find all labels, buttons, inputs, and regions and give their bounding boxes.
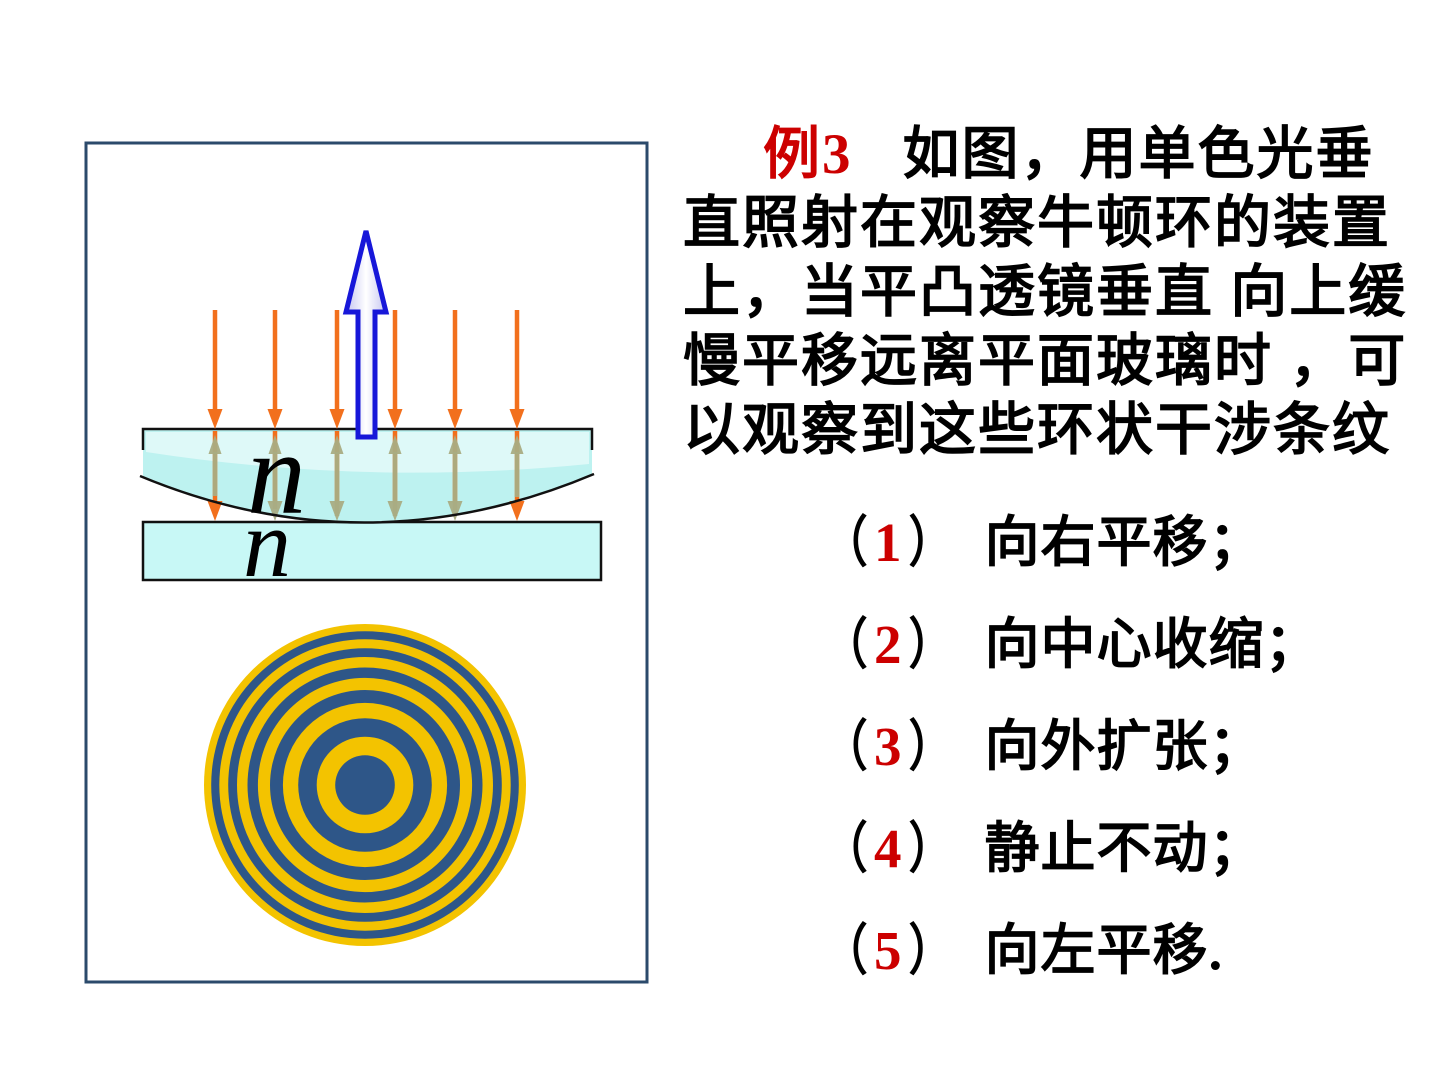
- newton-rings-pattern: [204, 624, 526, 946]
- option-5: （5） 向左平移.: [818, 920, 1321, 982]
- transmitted-ray-arrowhead: [509, 501, 525, 521]
- close-paren: ）: [908, 512, 953, 573]
- transmitted-ray-arrowhead: [447, 501, 463, 521]
- diagram-frame: [84, 141, 649, 984]
- close-paren: ）: [908, 920, 953, 981]
- lens-refractive-index-label: n: [247, 408, 306, 539]
- option-text: 静止不动；: [984, 818, 1265, 879]
- lift-up-arrow-icon: [342, 230, 390, 440]
- open-paren: （: [823, 818, 869, 879]
- option-1: （1） 向右平移；: [818, 512, 1321, 574]
- incident-ray-arrowhead: [207, 409, 223, 429]
- reflected-ray-arrowhead: [208, 435, 222, 454]
- incident-ray-arrowhead: [447, 409, 463, 429]
- open-paren: （: [823, 614, 869, 675]
- close-paren: ）: [908, 818, 953, 879]
- reflected-ray-arrowhead: [268, 435, 282, 454]
- option-3: （3） 向外扩张；: [818, 716, 1321, 778]
- reflected-ray-arrowhead: [510, 435, 524, 454]
- problem-line: 上，当平凸透镜垂直 向上缓: [683, 261, 1408, 324]
- open-paren: （: [823, 716, 869, 777]
- glass-plate: [141, 520, 603, 582]
- reflected-rays: [208, 435, 524, 516]
- problem-line: 以观察到这些环状干涉条纹: [683, 399, 1391, 462]
- incident-ray-arrowhead: [267, 409, 283, 429]
- example-label: 例3: [763, 123, 853, 186]
- incident-ray-arrowhead: [509, 409, 525, 429]
- plate-refractive-index-label: n: [243, 490, 291, 597]
- problem-line: 慢平移远离平面玻璃时 ，可: [683, 330, 1408, 393]
- option-2: （2） 向中心收缩；: [818, 614, 1321, 676]
- option-number: 2: [874, 614, 903, 675]
- option-text: 向右平移；: [984, 512, 1265, 573]
- option-text: 向外扩张；: [984, 716, 1265, 777]
- problem-line: 例3 如图，用单色光垂: [683, 120, 1403, 189]
- open-paren: （: [823, 920, 869, 981]
- option-text: 向中心收缩；: [984, 614, 1321, 675]
- open-paren: （: [823, 512, 869, 573]
- option-number: 3: [874, 716, 903, 777]
- option-number: 5: [874, 920, 903, 981]
- close-paren: ）: [908, 716, 953, 777]
- close-paren: ）: [908, 614, 953, 675]
- interference-ring: [335, 755, 395, 815]
- incident-rays: [207, 310, 525, 429]
- options-list: （1）向右平移； （2）向中心收缩； （3）向外扩张； （4）静止不动； （5）…: [818, 512, 1321, 1022]
- transmitted-ray-arrowhead: [207, 501, 223, 521]
- incident-ray-arrowhead: [387, 409, 403, 429]
- option-text: 向左平移.: [984, 920, 1224, 981]
- option-number: 1: [874, 512, 903, 573]
- problem-line: 直照射在观察牛顿环的装置: [683, 192, 1391, 255]
- problem-statement: 例3 如图，用单色光垂 直照射在观察牛顿环的装置 上，当平凸透镜垂直 向上缓 慢平…: [683, 120, 1408, 465]
- reflected-ray-arrowhead: [388, 435, 402, 454]
- option-number: 4: [874, 818, 903, 879]
- transmitted-ray-arrowhead: [267, 501, 283, 521]
- lens-highlight: [146, 432, 589, 473]
- reflected-ray-arrowhead: [448, 435, 462, 454]
- lens-convex-surface: [139, 472, 595, 524]
- reflected-ray-arrowhead: [330, 435, 344, 454]
- incident-ray-arrowhead: [329, 409, 345, 429]
- option-4: （4） 静止不动；: [818, 818, 1321, 880]
- problem-text: 如图，用单色光垂: [902, 123, 1375, 186]
